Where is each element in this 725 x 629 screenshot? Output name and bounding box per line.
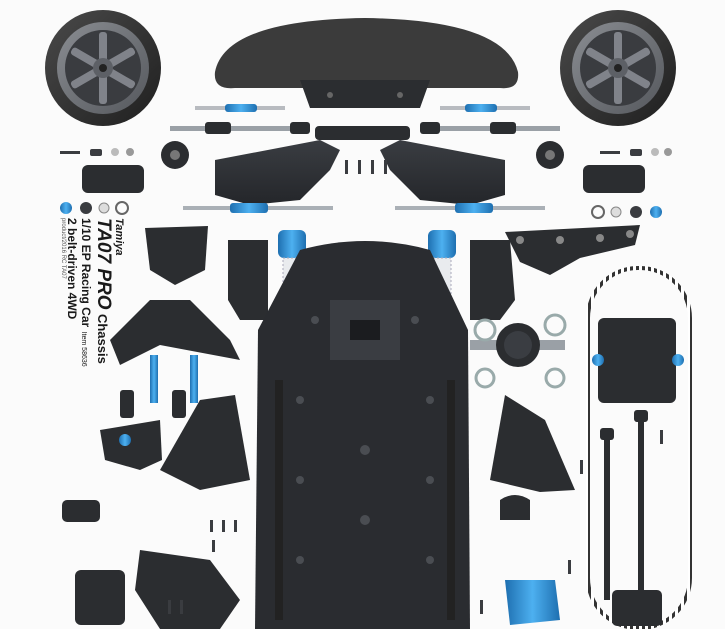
hardware-screws (60, 148, 672, 219)
drive-shafts (600, 410, 648, 602)
rear-suspension-arm-left (160, 395, 250, 490)
bulkheads (228, 240, 515, 320)
front-foam-bumper (214, 18, 519, 108)
gearbox-housing (592, 318, 684, 403)
misc-hardware (168, 430, 663, 614)
drive-text: 2 belt-driven 4WD (65, 218, 79, 320)
rear-suspension-arm-right (490, 395, 575, 492)
rear-upright-left (100, 420, 162, 470)
steering-rods (170, 104, 560, 134)
model-suffix: Chassis (95, 313, 110, 364)
front-left-wheel (45, 10, 161, 126)
motor-mount (505, 580, 560, 625)
steering-knuckles (82, 141, 645, 193)
subtitle-text: 1/10 EP Racing Car (79, 218, 93, 328)
model-text: TA07 PRO (93, 218, 114, 310)
fineprint: product/2016 RC TA07 (60, 218, 66, 279)
brand-text: Tamiya (113, 218, 125, 256)
lower-turnbuckles (183, 203, 545, 213)
front-shock-tower (145, 225, 640, 285)
differential (470, 313, 567, 389)
front-suspension-arms (215, 126, 505, 205)
drive-belt (586, 266, 692, 629)
main-chassis (255, 241, 470, 629)
front-right-wheel (560, 10, 676, 126)
servo-mount (62, 500, 240, 629)
product-label: Tamiya TA07 PRO Chassis 1/10 EP Racing C… (60, 218, 125, 548)
item-number: Item 58636 (80, 331, 87, 367)
battery-holder (500, 495, 662, 626)
rear-shock-stay (110, 300, 240, 418)
